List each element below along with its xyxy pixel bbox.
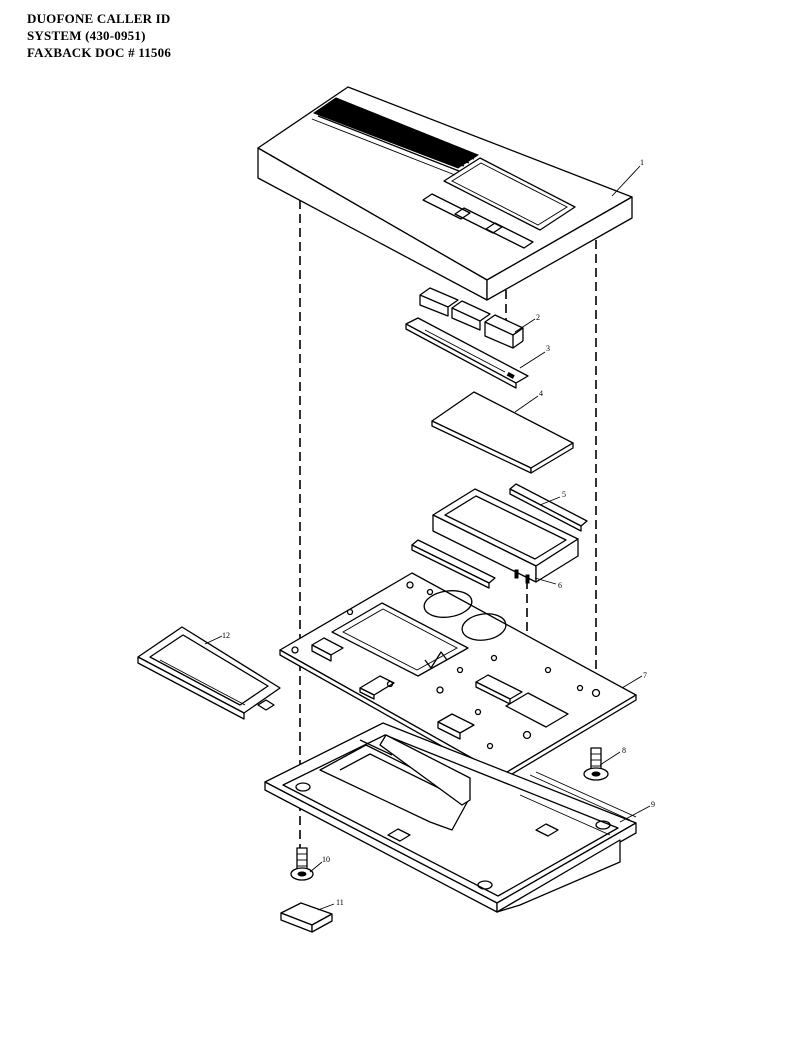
callout-leader-lines bbox=[204, 165, 651, 911]
callout-numbers: 1 2 3 4 5 6 7 8 9 10 11 12 bbox=[222, 158, 655, 907]
header-product-name: DUOFONE CALLER ID bbox=[27, 11, 171, 26]
part-4-lcd-display bbox=[431, 391, 574, 474]
callout-12: 12 bbox=[222, 631, 230, 640]
callout-1: 1 bbox=[640, 158, 644, 167]
callout-9: 9 bbox=[651, 800, 655, 809]
part-10-screw bbox=[290, 847, 314, 881]
cover-vent-slots bbox=[311, 97, 480, 176]
callout-11: 11 bbox=[336, 898, 344, 907]
callout-5: 5 bbox=[562, 490, 566, 499]
cover-button-openings bbox=[422, 193, 534, 249]
part-9-bottom-base bbox=[264, 722, 637, 913]
part-2-keypad-buttons bbox=[419, 287, 524, 349]
callout-8: 8 bbox=[622, 746, 626, 755]
callout-3: 3 bbox=[546, 344, 550, 353]
part-12-battery-door bbox=[137, 626, 281, 720]
cover-display-window bbox=[443, 157, 576, 231]
header-system-number: SYSTEM (430-0951) bbox=[27, 28, 146, 43]
callout-2: 2 bbox=[536, 313, 540, 322]
callout-6: 6 bbox=[558, 581, 562, 590]
part-5-lcd-frame bbox=[411, 483, 588, 589]
part-1-top-cover bbox=[257, 86, 633, 301]
document-header: DUOFONE CALLER ID SYSTEM (430-0951) FAXB… bbox=[27, 10, 171, 61]
part-11-rubber-foot bbox=[280, 902, 333, 933]
header-faxback-doc: FAXBACK DOC # 11506 bbox=[27, 45, 172, 60]
part-8-screw bbox=[583, 747, 609, 781]
callout-7: 7 bbox=[643, 671, 647, 680]
part-3-button-carrier bbox=[405, 317, 529, 389]
callout-10: 10 bbox=[322, 855, 330, 864]
callout-4: 4 bbox=[539, 389, 543, 398]
